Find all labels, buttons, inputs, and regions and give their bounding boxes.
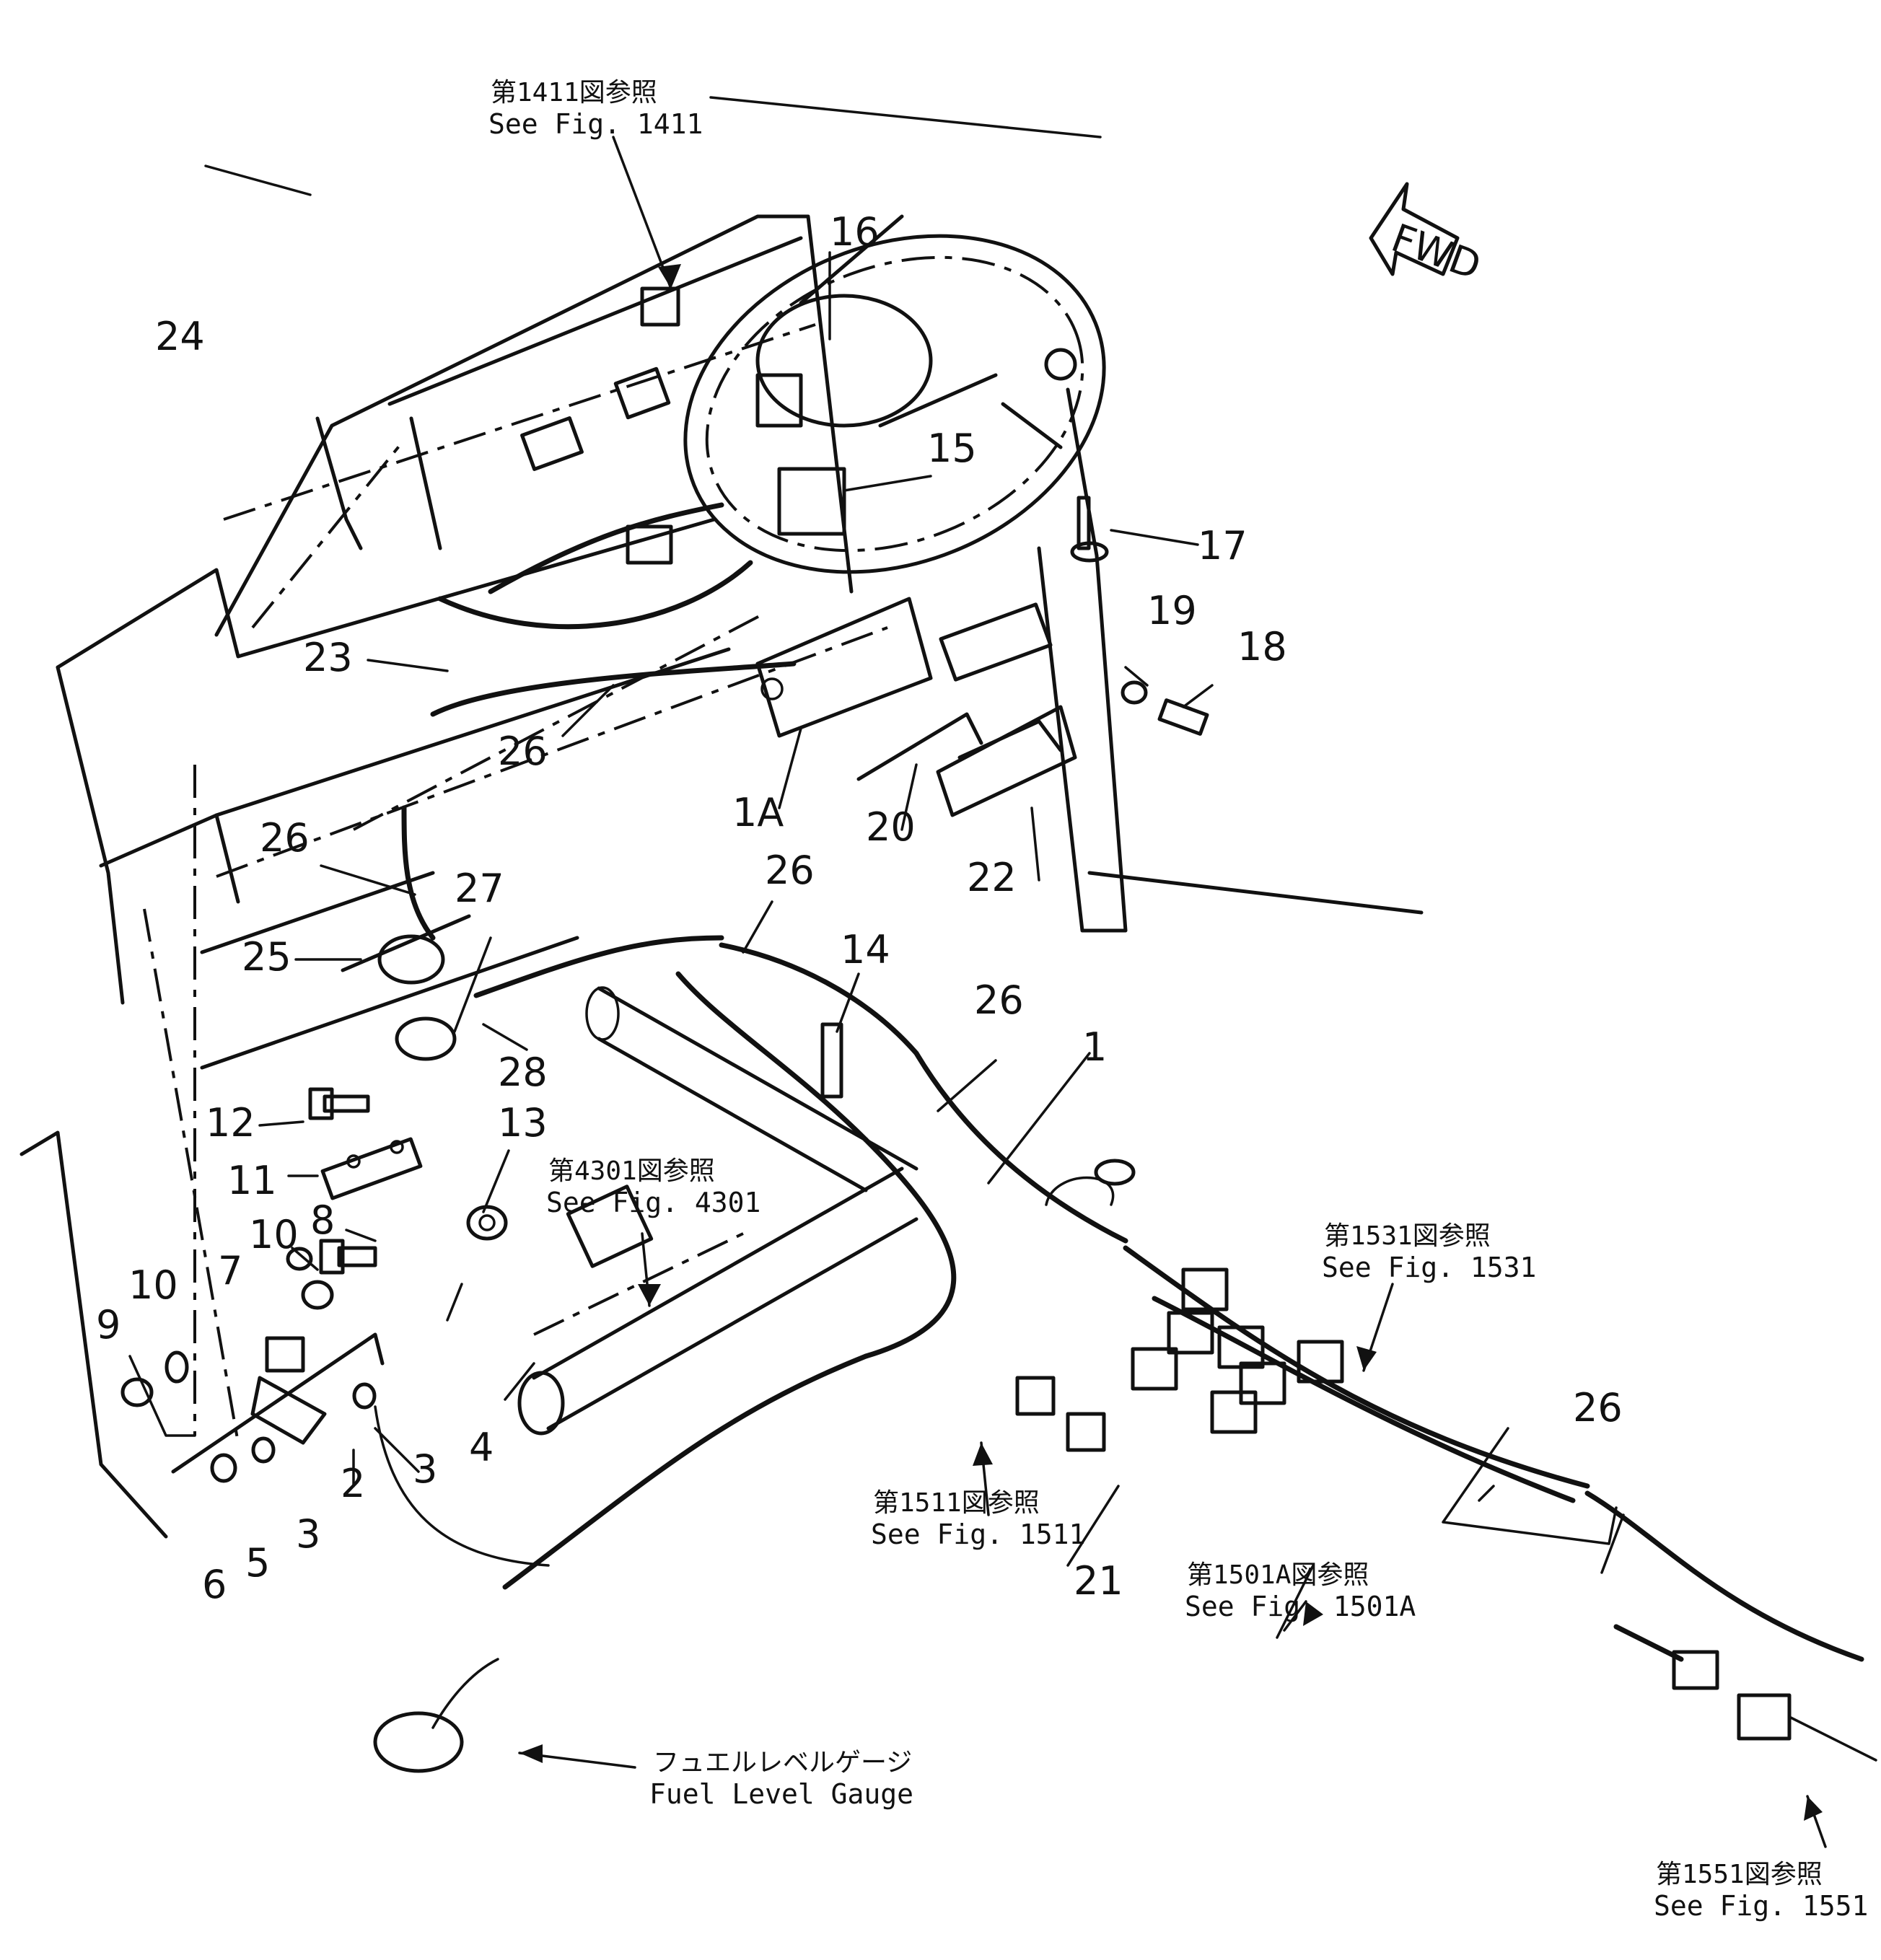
part-label-14: 14: [841, 927, 890, 972]
steering-wheel: [683, 214, 1106, 574]
svg-text:See Fig. 1551: See Fig. 1551: [1654, 1890, 1868, 1922]
part-label-28: 28: [498, 1050, 548, 1095]
part-label-26c: 26: [765, 848, 815, 893]
part-label-21: 21: [1074, 1558, 1123, 1604]
ref-fig-1531: 第1531図参照 See Fig. 1531: [1322, 1221, 1536, 1283]
svg-text:Fuel Level Gauge: Fuel Level Gauge: [649, 1778, 913, 1810]
ref-fig-1411: 第1411図参照 See Fig. 1411: [488, 78, 703, 140]
part-label-1: 1: [1082, 1024, 1107, 1070]
connectors: [520, 286, 1877, 1762]
hardware: [120, 348, 1209, 1773]
svg-text:第1411図参照: 第1411図参照: [491, 78, 657, 107]
ref-fig-4301: 第4301図参照 See Fig. 4301: [546, 1156, 760, 1218]
part-label-10b: 10: [128, 1262, 178, 1308]
part-label-24: 24: [155, 314, 205, 359]
svg-text:See Fig. 4301: See Fig. 4301: [546, 1187, 760, 1218]
part-label-12: 12: [206, 1100, 255, 1146]
part-label-26a: 26: [498, 729, 548, 774]
part-labels: 1 1A 2 3 3 4 5 6 7 8 9 10 10 11 12 13 14…: [96, 209, 1623, 1607]
arrowheads: [519, 264, 1823, 1821]
svg-text:第4301図参照: 第4301図参照: [548, 1156, 715, 1186]
svg-text:第1551図参照: 第1551図参照: [1656, 1860, 1823, 1889]
part-label-9: 9: [96, 1302, 120, 1348]
svg-text:See Fig. 1501A: See Fig. 1501A: [1185, 1591, 1416, 1622]
svg-text:See Fig. 1411: See Fig. 1411: [488, 108, 703, 140]
svg-text:See Fig. 1531: See Fig. 1531: [1322, 1252, 1536, 1283]
part-label-3b: 3: [296, 1511, 320, 1557]
part-label-26b: 26: [260, 815, 310, 861]
reference-callouts: 第1411図参照 See Fig. 1411 第4301図参照 See Fig.…: [488, 78, 1868, 1922]
dashboard-panel: [214, 214, 854, 831]
svg-text:フュエルレベルゲージ: フュエルレベルゲージ: [653, 1748, 912, 1777]
ref-fig-1511: 第1511図参照 See Fig. 1511: [871, 1488, 1085, 1550]
part-label-8: 8: [310, 1197, 335, 1243]
part-label-16: 16: [830, 209, 880, 255]
part-label-15: 15: [927, 426, 977, 471]
part-label-5: 5: [245, 1540, 270, 1586]
part-label-10a: 10: [249, 1212, 299, 1257]
part-label-7: 7: [218, 1248, 242, 1293]
svg-text:第1531図参照: 第1531図参照: [1324, 1221, 1491, 1251]
part-label-27: 27: [455, 866, 504, 911]
part-label-26d: 26: [974, 977, 1024, 1023]
fwd-arrow: FWD: [1369, 182, 1487, 289]
part-label-1a: 1A: [732, 790, 784, 835]
ref-fig-1551: 第1551図参照 See Fig. 1551: [1654, 1860, 1868, 1922]
ref-fig-1501a: 第1501A図参照 See Fig. 1501A: [1185, 1560, 1416, 1622]
part-label-23: 23: [303, 635, 353, 680]
part-label-11: 11: [227, 1158, 277, 1203]
part-label-13: 13: [498, 1100, 548, 1146]
part-label-3a: 3: [413, 1446, 437, 1492]
svg-text:See Fig. 1511: See Fig. 1511: [871, 1519, 1085, 1550]
part-label-4: 4: [469, 1425, 494, 1470]
part-label-2: 2: [341, 1461, 365, 1506]
svg-text:第1501A図参照: 第1501A図参照: [1187, 1560, 1369, 1590]
fuel-level-gauge-label: フュエルレベルゲージ Fuel Level Gauge: [649, 1748, 913, 1810]
fuse-box: [755, 597, 1077, 817]
part-label-19: 19: [1147, 588, 1197, 633]
part-label-20: 20: [866, 804, 916, 850]
part-label-18: 18: [1237, 624, 1287, 669]
svg-text:第1511図参照: 第1511図参照: [873, 1488, 1040, 1518]
part-label-25: 25: [242, 934, 291, 980]
part-label-6: 6: [202, 1562, 227, 1607]
part-label-17: 17: [1198, 523, 1248, 568]
part-label-26e: 26: [1573, 1385, 1623, 1431]
conduit-tube: [517, 986, 918, 1436]
part-label-22: 22: [967, 855, 1017, 900]
